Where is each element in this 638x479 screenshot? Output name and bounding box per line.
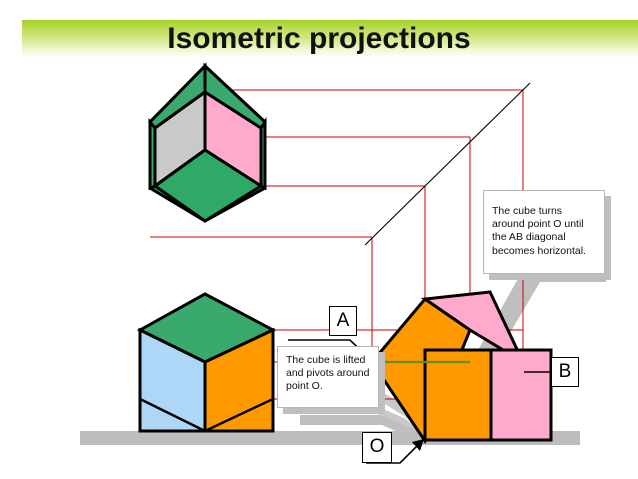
tilted-pivoting-cube [370, 290, 553, 445]
pointer-arrow-o [366, 439, 424, 464]
label-a: A [329, 306, 357, 336]
label-o: O [362, 432, 392, 463]
callout-cube-lifted: The cube is lifted and pivots around poi… [277, 346, 379, 408]
construction-diagonal [364, 82, 531, 246]
label-b: B [551, 357, 579, 387]
upright-cube [136, 292, 277, 433]
callout-cube-turns: The cube turns around point O until the … [483, 190, 605, 274]
page-title: Isometric projections [167, 22, 471, 55]
rotated-isometric-cube [147, 62, 267, 223]
title-banner [22, 20, 638, 58]
